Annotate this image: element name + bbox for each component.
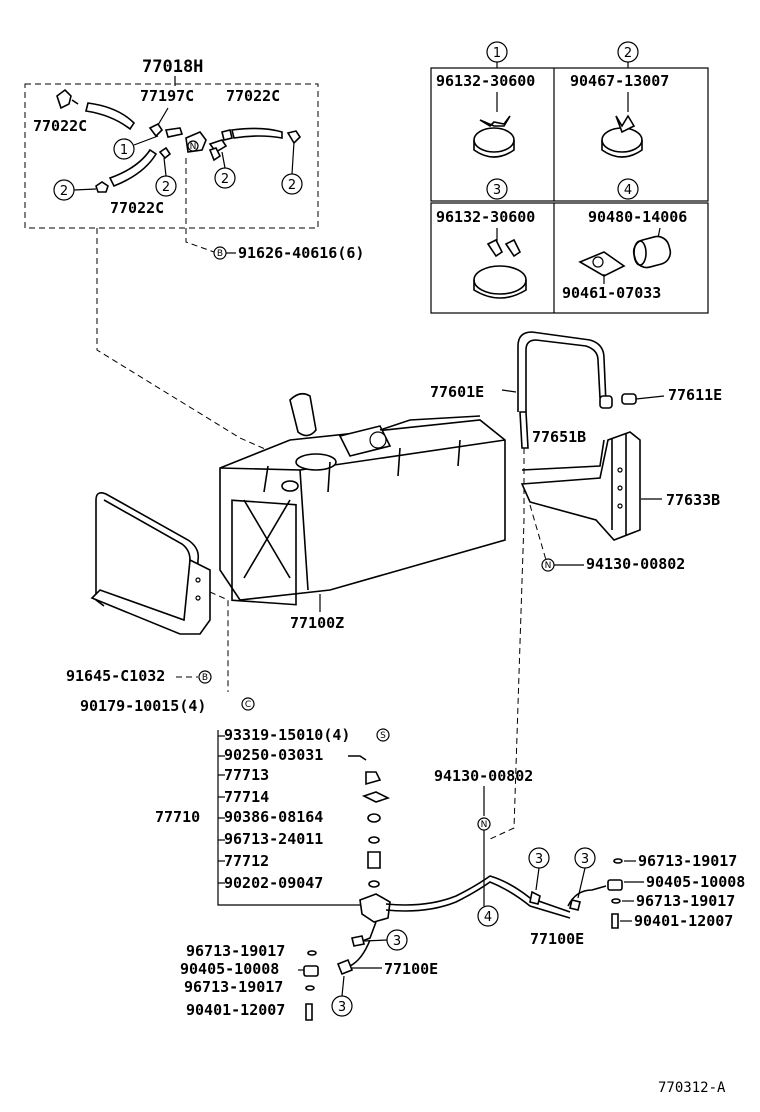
kit-hoses: N	[56, 88, 302, 193]
drain-item-0: 93319-15010(4)	[224, 726, 350, 744]
label-91645: 91645-C1032	[66, 667, 165, 685]
label-91626: 91626-40616(6)	[238, 244, 364, 262]
clamp-4-part-b: 90461-07033	[562, 284, 661, 302]
label-77100E-right: 77100E	[530, 930, 584, 948]
left-fitting-1: 90405-10008	[180, 960, 279, 978]
right-fitting-1: 90405-10008	[646, 873, 745, 891]
label-77710: 77710	[155, 808, 200, 826]
label-77022C-left: 77022C	[33, 117, 87, 135]
clamp-num-3: 3	[493, 183, 501, 198]
left-strap	[90, 492, 211, 635]
clamp-num-2: 2	[624, 46, 632, 61]
svg-text:3: 3	[581, 852, 589, 867]
left-fitting-3: 90401-12007	[186, 1001, 285, 1019]
leader-left-strap	[209, 591, 229, 692]
left-fittings: 96713-19017 90405-10008 96713-19017 9040…	[180, 942, 317, 1021]
label-77651B: 77651B	[532, 428, 586, 446]
callout-4-line	[477, 905, 499, 927]
right-fitting-3: 90401-12007	[634, 912, 733, 930]
svg-text:3: 3	[338, 1000, 346, 1015]
label-77022C-bottom: 77022C	[110, 199, 164, 217]
drain-item-1: 90250-03031	[224, 746, 323, 764]
label-77601E: 77601E	[430, 383, 484, 401]
fuel-lines	[303, 875, 623, 977]
svg-text:3: 3	[535, 852, 543, 867]
kit-77018H-box	[24, 83, 319, 229]
kit-callouts: 1 2 2 2 2	[53, 135, 303, 201]
drain-item-7: 90202-09047	[224, 874, 323, 892]
letter-B-text: B	[217, 249, 223, 259]
label-94130-upper: 94130-00802	[586, 555, 685, 573]
drain-item-4: 90386-08164	[224, 808, 323, 826]
label-94130-lower: 94130-00802	[434, 767, 533, 785]
leader-bracket-to-line	[487, 448, 525, 841]
svg-text:2: 2	[60, 184, 68, 199]
left-fitting-2: 96713-19017	[184, 978, 283, 996]
svg-text:2: 2	[162, 180, 170, 195]
letter-B-91645	[198, 670, 212, 684]
svg-text:B: B	[202, 673, 208, 683]
label-77633B: 77633B	[666, 491, 720, 509]
letter-S: S	[380, 731, 386, 741]
drain-item-2: 77713	[224, 766, 269, 784]
svg-text:C: C	[245, 700, 251, 710]
leader-91626	[185, 158, 215, 253]
leader-94130-upper	[529, 504, 547, 561]
svg-text:4: 4	[484, 910, 492, 925]
label-77611E: 77611E	[668, 386, 722, 404]
clamp-4-part-a: 90480-14006	[588, 208, 687, 226]
bracket-77710	[217, 730, 372, 906]
letter-C-90179	[241, 697, 255, 711]
letter-N-kit: N	[190, 142, 197, 152]
clamp-2-part: 90467-13007	[570, 72, 669, 90]
fuel-tank	[219, 392, 506, 606]
right-fitting-0: 96713-19017	[638, 852, 737, 870]
drain-items: 93319-15010(4) S 90250-03031 77713 77714…	[218, 726, 391, 892]
svg-text:N: N	[481, 820, 488, 830]
left-fitting-0: 96713-19017	[186, 942, 285, 960]
label-77100E-left: 77100E	[384, 960, 438, 978]
svg-text:2: 2	[221, 172, 229, 187]
svg-text:2: 2	[288, 178, 296, 193]
label-77018H: 77018H	[142, 57, 203, 77]
label-90179: 90179-10015(4)	[80, 697, 206, 715]
svg-text:N: N	[545, 561, 552, 571]
svg-text:1: 1	[120, 143, 128, 158]
clamp-num-1: 1	[493, 46, 501, 61]
clamp-num-4: 4	[624, 183, 632, 198]
svg-text:3: 3	[393, 934, 401, 949]
label-77100Z: 77100Z	[290, 614, 344, 632]
drain-item-3: 77714	[224, 788, 269, 806]
right-strap	[517, 331, 665, 449]
label-77197C: 77197C	[140, 87, 194, 105]
right-bracket	[520, 431, 641, 541]
drain-item-6: 77712	[224, 852, 269, 870]
clamp-table: 1 2 3 4 96132-30600 90467-13007 96132-30…	[430, 41, 709, 314]
clamp-1-part: 96132-30600	[436, 72, 535, 90]
right-fittings: 96713-19017 90405-10008 96713-19017 9040…	[611, 852, 745, 930]
leader-kit-to-tank	[96, 228, 291, 461]
clamp-3-part: 96132-30600	[436, 208, 535, 226]
right-fitting-2: 96713-19017	[636, 892, 735, 910]
page-code: 770312-A	[658, 1080, 726, 1096]
label-77022C-top: 77022C	[226, 87, 280, 105]
drain-item-5: 96713-24011	[224, 830, 323, 848]
